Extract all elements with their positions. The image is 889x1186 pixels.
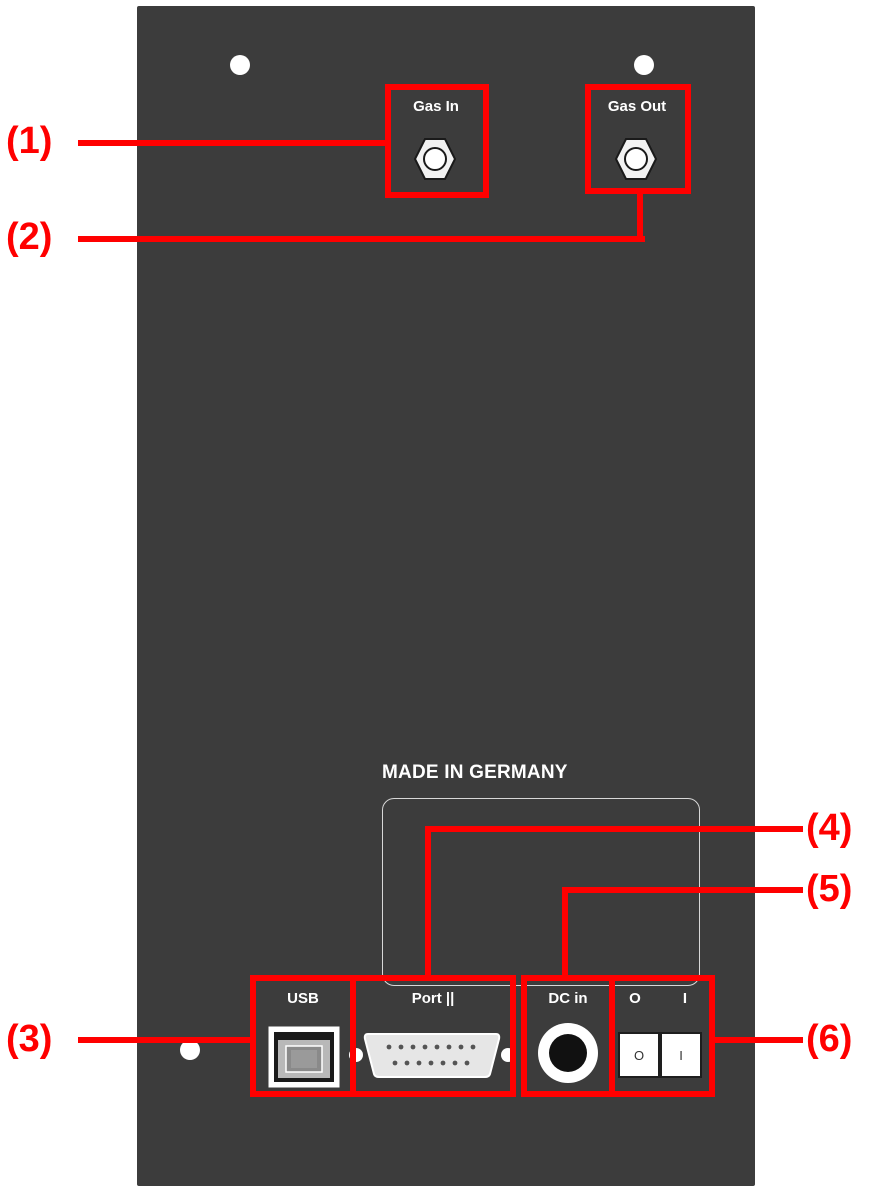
- leader-line-2-vertical: [637, 192, 643, 242]
- power-switch-on-key[interactable]: I: [662, 1034, 700, 1076]
- usb-b-port-icon[interactable]: [268, 1026, 340, 1088]
- leader-line-5-horizontal: [562, 887, 803, 893]
- leader-line-4-horizontal: [425, 826, 803, 832]
- highlight-gas-in: [385, 84, 489, 198]
- leader-line-4-vertical: [425, 826, 431, 981]
- gas-in-label: Gas In: [413, 98, 459, 115]
- made-in-label: MADE IN GERMANY: [382, 762, 568, 783]
- leader-line-2-horizontal: [78, 236, 645, 242]
- port-ii-label: Port ||: [411, 990, 455, 1007]
- switch-off-symbol: O: [633, 1047, 645, 1063]
- usb-label: USB: [287, 990, 319, 1007]
- highlight-dc-in: [521, 975, 615, 1097]
- power-switch[interactable]: O I: [618, 1032, 702, 1078]
- gas-out-label: Gas Out: [607, 98, 667, 115]
- power-switch-off-key[interactable]: O: [620, 1034, 658, 1076]
- device-back-panel: [137, 6, 755, 1186]
- callout-1: (1): [6, 120, 53, 162]
- leader-line-3: [78, 1037, 252, 1043]
- switch-on-label: I: [682, 990, 688, 1007]
- callout-6: (6): [806, 1018, 853, 1060]
- gas-out-connector-icon[interactable]: [614, 137, 658, 181]
- leader-line-5-vertical: [562, 887, 568, 981]
- highlight-usb: [250, 975, 356, 1097]
- switch-on-symbol: I: [679, 1047, 683, 1063]
- mounting-hole-bottom-left: [180, 1040, 200, 1060]
- callout-2: (2): [6, 216, 53, 258]
- callout-5: (5): [806, 868, 853, 910]
- leader-line-6: [713, 1037, 803, 1043]
- highlight-gas-out: [585, 84, 691, 194]
- callout-4: (4): [806, 807, 853, 849]
- dc-jack-icon[interactable]: [536, 1021, 600, 1085]
- leader-line-1: [78, 140, 388, 146]
- highlight-power-switch: [609, 975, 715, 1097]
- callout-3: (3): [6, 1018, 53, 1060]
- mounting-hole-top-right: [634, 55, 654, 75]
- mounting-hole-top-left: [230, 55, 250, 75]
- gas-in-connector-icon[interactable]: [413, 137, 457, 181]
- dc-in-label: DC in: [548, 990, 588, 1007]
- switch-off-label: O: [629, 990, 641, 1007]
- highlight-port-ii: [350, 975, 516, 1097]
